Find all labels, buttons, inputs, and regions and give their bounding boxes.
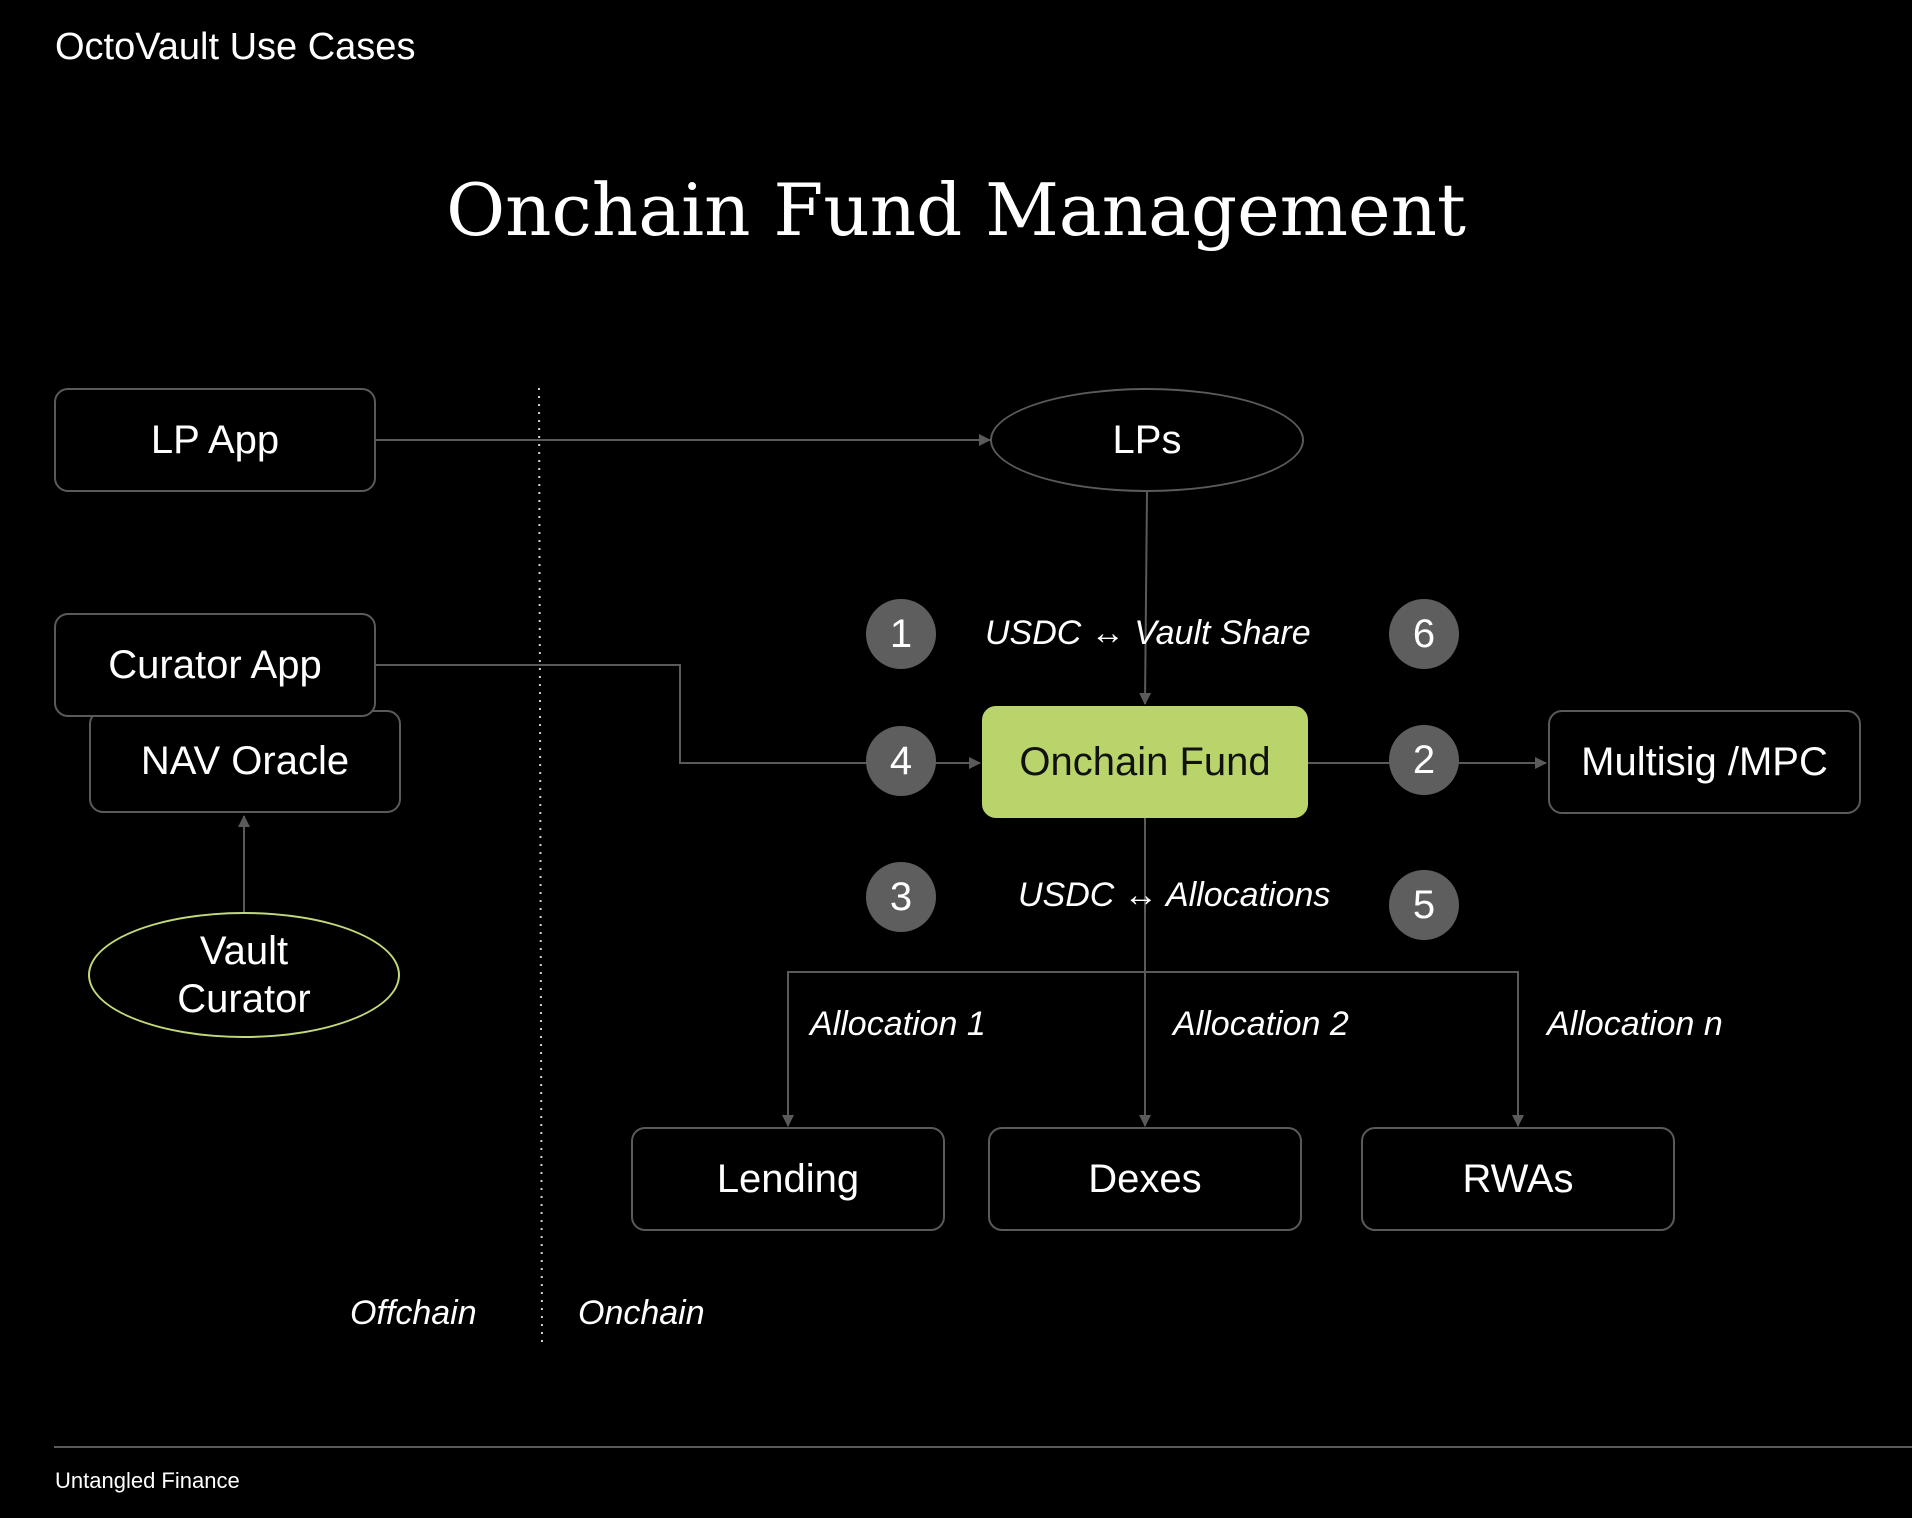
lps-node: LPs: [990, 388, 1304, 492]
footer-divider: [54, 1446, 1912, 1448]
curator-app-node: Curator App: [54, 613, 376, 717]
onchain-label: Onchain: [578, 1294, 705, 1332]
step-badge-6: 6: [1389, 599, 1459, 669]
lp-app-node: LP App: [54, 388, 376, 492]
footer-company: Untangled Finance: [55, 1468, 240, 1493]
onchain-fund-node: Onchain Fund: [982, 706, 1308, 818]
step-badge-4: 4: [866, 726, 936, 796]
lending-node: Lending: [631, 1127, 945, 1231]
step-badge-3: 3: [866, 862, 936, 932]
offchain-onchain-divider: [538, 387, 543, 1346]
step-badge-1: 1: [866, 599, 936, 669]
edge-lps-fund: [1139, 490, 1152, 705]
dexes-node: Dexes: [988, 1127, 1302, 1231]
edge-fund-lending: [782, 971, 1145, 1127]
allocation-n-label: Allocation n: [1547, 1005, 1723, 1043]
usdc-vault-share-label: USDC ↔ Vault Share: [985, 614, 1311, 652]
edge-fund-rwas: [1145, 971, 1524, 1127]
vault-curator-label: Vault Curator: [177, 929, 311, 1021]
vault-curator-node: Vault Curator: [88, 912, 400, 1038]
offchain-label: Offchain: [350, 1294, 477, 1332]
diagram-title: Onchain Fund Management: [446, 168, 1466, 252]
rwas-node: RWAs: [1361, 1127, 1675, 1231]
multisig-mpc-node: Multisig /MPC: [1548, 710, 1861, 814]
nav-oracle-node: NAV Oracle: [89, 710, 401, 813]
allocation-1-label: Allocation 1: [810, 1005, 986, 1043]
allocation-2-label: Allocation 2: [1173, 1005, 1349, 1043]
step-badge-5: 5: [1389, 870, 1459, 940]
usdc-allocations-label: USDC ↔ Allocations: [1018, 876, 1331, 914]
edge-curatorapp-fund: [376, 664, 981, 769]
step-badge-2: 2: [1389, 725, 1459, 795]
page-header-title: OctoVault Use Cases: [55, 26, 416, 68]
